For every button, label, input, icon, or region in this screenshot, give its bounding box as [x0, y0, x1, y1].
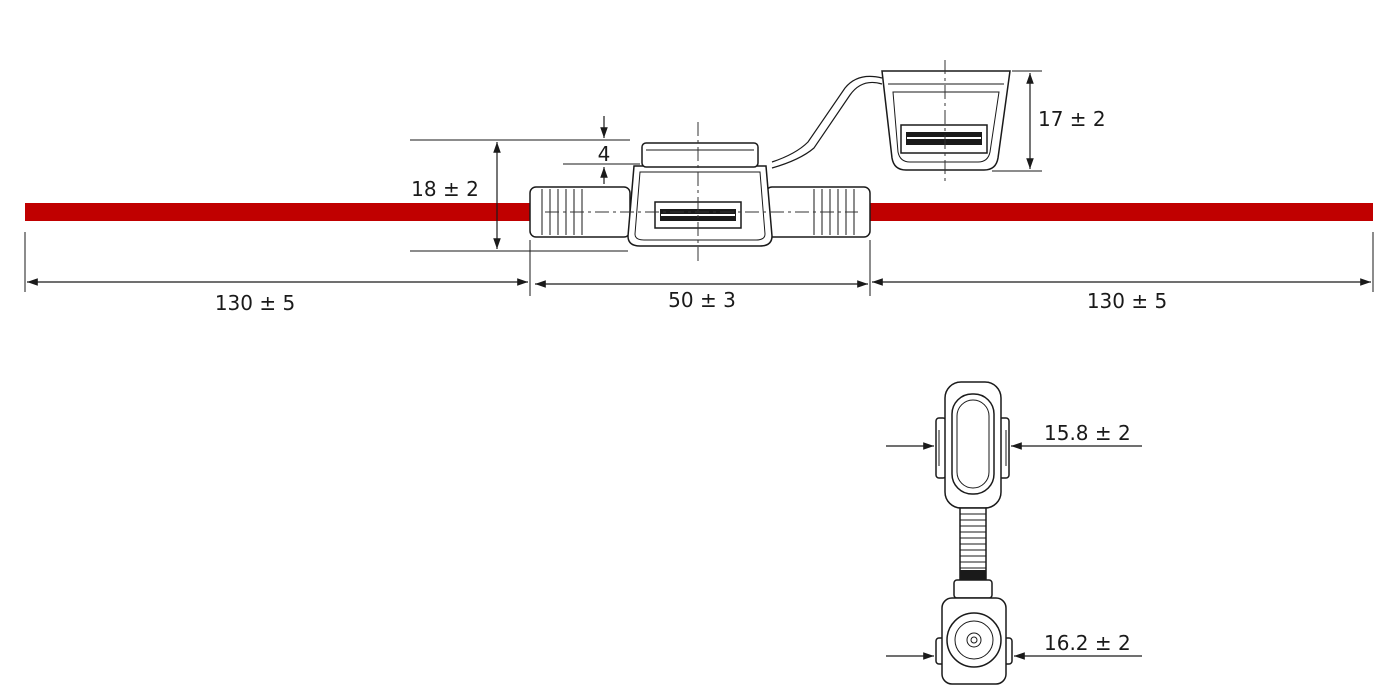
dimension-right-wire: 130 ± 5 [872, 232, 1374, 313]
holder-side-view [529, 75, 883, 262]
dimension-lid-step: 4 [563, 116, 640, 184]
lid-step-label: 4 [598, 142, 611, 166]
top-width-label: 15.8 ± 2 [1044, 421, 1131, 445]
left-wire-length-label: 130 ± 5 [215, 291, 295, 315]
dimension-top-width: 15.8 ± 2 [886, 421, 1142, 450]
holder-height-label: 18 ± 2 [411, 177, 479, 201]
dimension-cap-height: 17 ± 2 [992, 70, 1106, 172]
dimension-holder-length: 50 ± 3 [535, 240, 871, 312]
end-view [935, 381, 1013, 685]
right-wire-length-label: 130 ± 5 [1087, 289, 1167, 313]
left-wire [25, 203, 533, 221]
holder-length-label: 50 ± 3 [668, 288, 736, 312]
right-wire [866, 203, 1373, 221]
dimension-left-wire: 130 ± 5 [24, 232, 531, 315]
bottom-width-label: 16.2 ± 2 [1044, 631, 1131, 655]
cap-height-label: 17 ± 2 [1038, 107, 1106, 131]
cap-view [881, 60, 1011, 184]
dimension-holder-height: 18 ± 2 [410, 139, 630, 252]
dimension-bottom-width: 16.2 ± 2 [886, 631, 1142, 660]
